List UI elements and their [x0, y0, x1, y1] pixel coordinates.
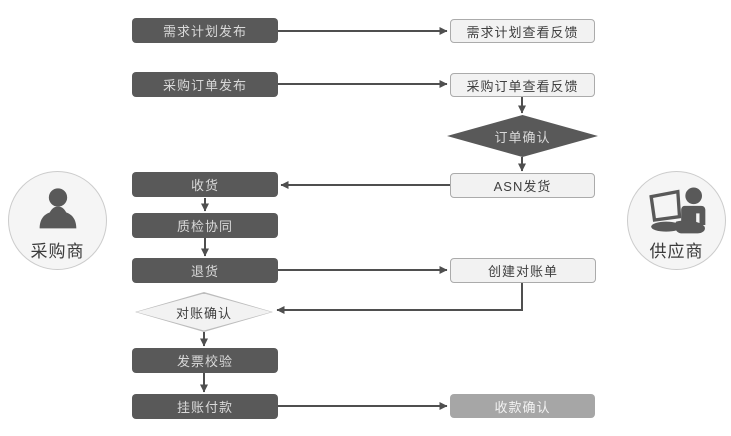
decision-statement-confirm: 对账确认: [135, 292, 273, 332]
node-receive: 收货: [132, 172, 278, 197]
node-demand-plan-publish: 需求计划发布: [132, 18, 278, 43]
person-laptop-icon: [646, 185, 708, 235]
node-invoice-verify: 发票校验: [132, 348, 278, 373]
node-po-publish: 采购订单发布: [132, 72, 278, 97]
connector-statement-to-confirm: [276, 283, 523, 314]
actor-supplier: 供应商: [627, 171, 726, 270]
decision-order-confirm: 订单确认: [447, 115, 598, 157]
actor-supplier-label: 供应商: [649, 242, 704, 261]
node-create-statement: 创建对账单: [450, 258, 596, 283]
decision-order-confirm-label: 订单确认: [494, 129, 551, 145]
node-quality-collab: 质检协同: [132, 213, 278, 238]
node-payment-confirm: 收款确认: [450, 394, 595, 418]
node-booked-payment: 挂账付款: [132, 394, 278, 419]
actor-buyer: 采购商: [8, 171, 107, 270]
node-po-feedback: 采购订单查看反馈: [450, 73, 595, 97]
person-bust-icon: [33, 185, 83, 235]
node-asn-ship: ASN发货: [450, 173, 595, 198]
node-demand-plan-feedback: 需求计划查看反馈: [450, 19, 595, 43]
decision-statement-confirm-label: 对账确认: [175, 305, 232, 321]
node-return-goods: 退货: [132, 258, 278, 283]
actor-buyer-label: 采购商: [30, 242, 85, 261]
